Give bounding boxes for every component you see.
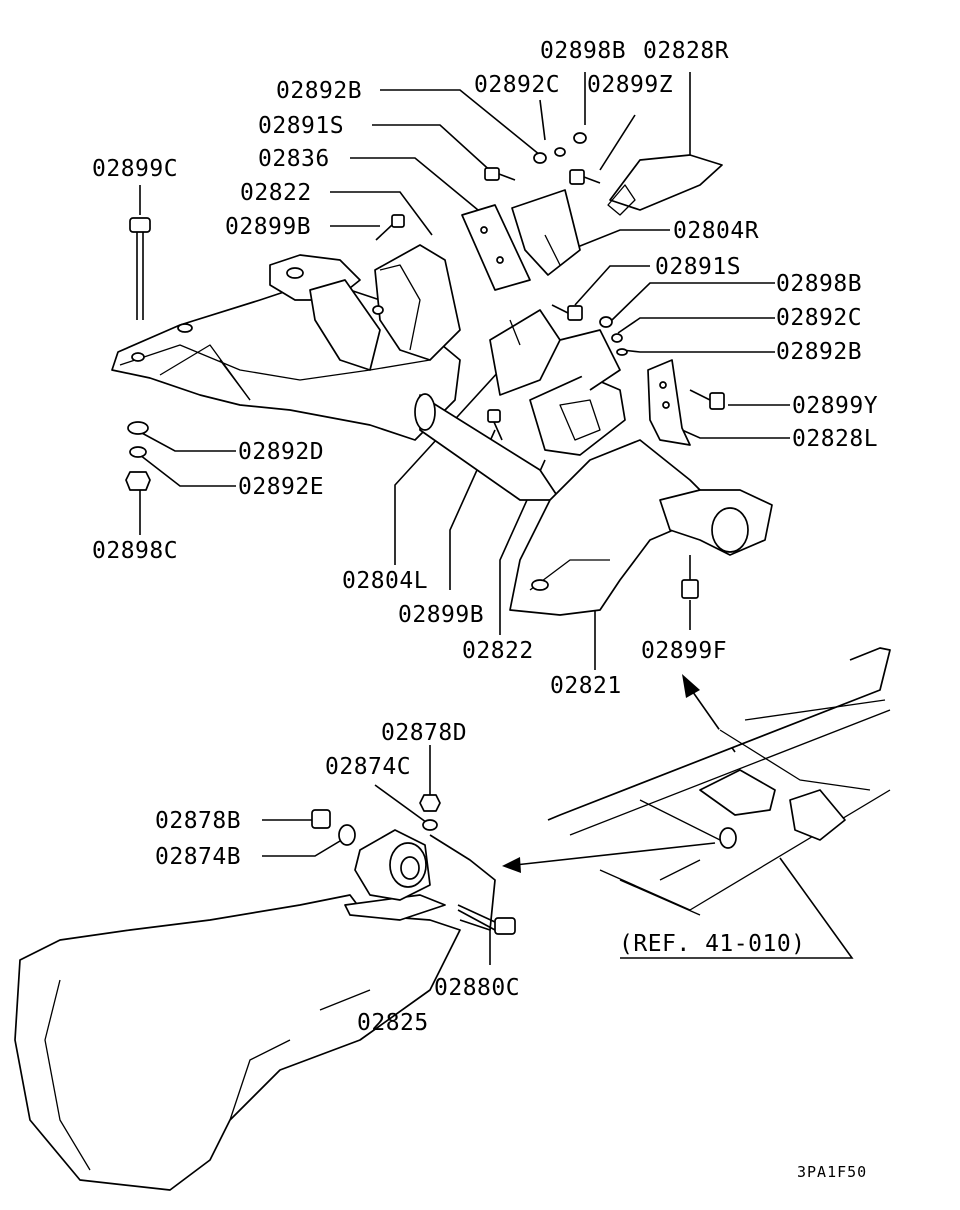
engine-mount-right: [529, 329, 626, 456]
label-02892B-right: 02892B: [776, 339, 863, 365]
label-02828L: 02828L: [792, 426, 879, 452]
label-02878D: 02878D: [381, 720, 468, 746]
label-02898B-top: 02898B: [540, 38, 627, 64]
label-02899F: 02899F: [641, 638, 728, 664]
label-02899Z: 02899Z: [587, 72, 674, 98]
bracket-02828L: [647, 359, 691, 446]
bracket-02804L: [489, 309, 561, 396]
crossmember-02821: [509, 439, 773, 616]
label-02878B: 02878B: [155, 808, 242, 834]
arrows: [502, 674, 736, 873]
label-02892E: 02892E: [238, 474, 325, 500]
bracket-02828R: [607, 154, 723, 216]
rear-mount-02825: [311, 794, 516, 935]
label-02804L: 02804L: [342, 568, 429, 594]
label-02891S-top: 02891S: [258, 113, 345, 139]
label-02821: 02821: [550, 673, 622, 699]
label-ref: (REF. 41-010): [619, 931, 806, 957]
label-02898C: 02898C: [92, 538, 179, 564]
label-02899B-top: 02899B: [225, 214, 312, 240]
label-02899Y: 02899Y: [792, 393, 879, 419]
label-02892D: 02892D: [238, 439, 325, 465]
bracket-02836: [461, 204, 531, 291]
bracket-02804R: [511, 189, 581, 276]
label-02892C-top: 02892C: [474, 72, 561, 98]
label-02898B-right: 02898B: [776, 271, 863, 297]
label-02874C: 02874C: [325, 754, 412, 780]
chassis-frame: [547, 647, 891, 916]
figure-code: 3PA1F50: [797, 1163, 868, 1181]
label-02836: 02836: [258, 146, 330, 172]
label-02892C-right: 02892C: [776, 305, 863, 331]
label-02899B-bottom: 02899B: [398, 602, 485, 628]
label-02892B-top: 02892B: [276, 78, 363, 104]
label-02804R: 02804R: [673, 218, 760, 244]
label-02880C: 02880C: [434, 975, 521, 1001]
label-02822-bottom: 02822: [462, 638, 534, 664]
label-02828R: 02828R: [643, 38, 730, 64]
transmission: [14, 894, 461, 1191]
label-02825: 02825: [357, 1010, 429, 1036]
hardware: [125, 132, 725, 599]
label-02891S-right: 02891S: [655, 254, 742, 280]
label-02822-top: 02822: [240, 180, 312, 206]
engine-mount-left: [309, 244, 461, 371]
label-02899C: 02899C: [92, 156, 179, 182]
label-02874B: 02874B: [155, 844, 242, 870]
